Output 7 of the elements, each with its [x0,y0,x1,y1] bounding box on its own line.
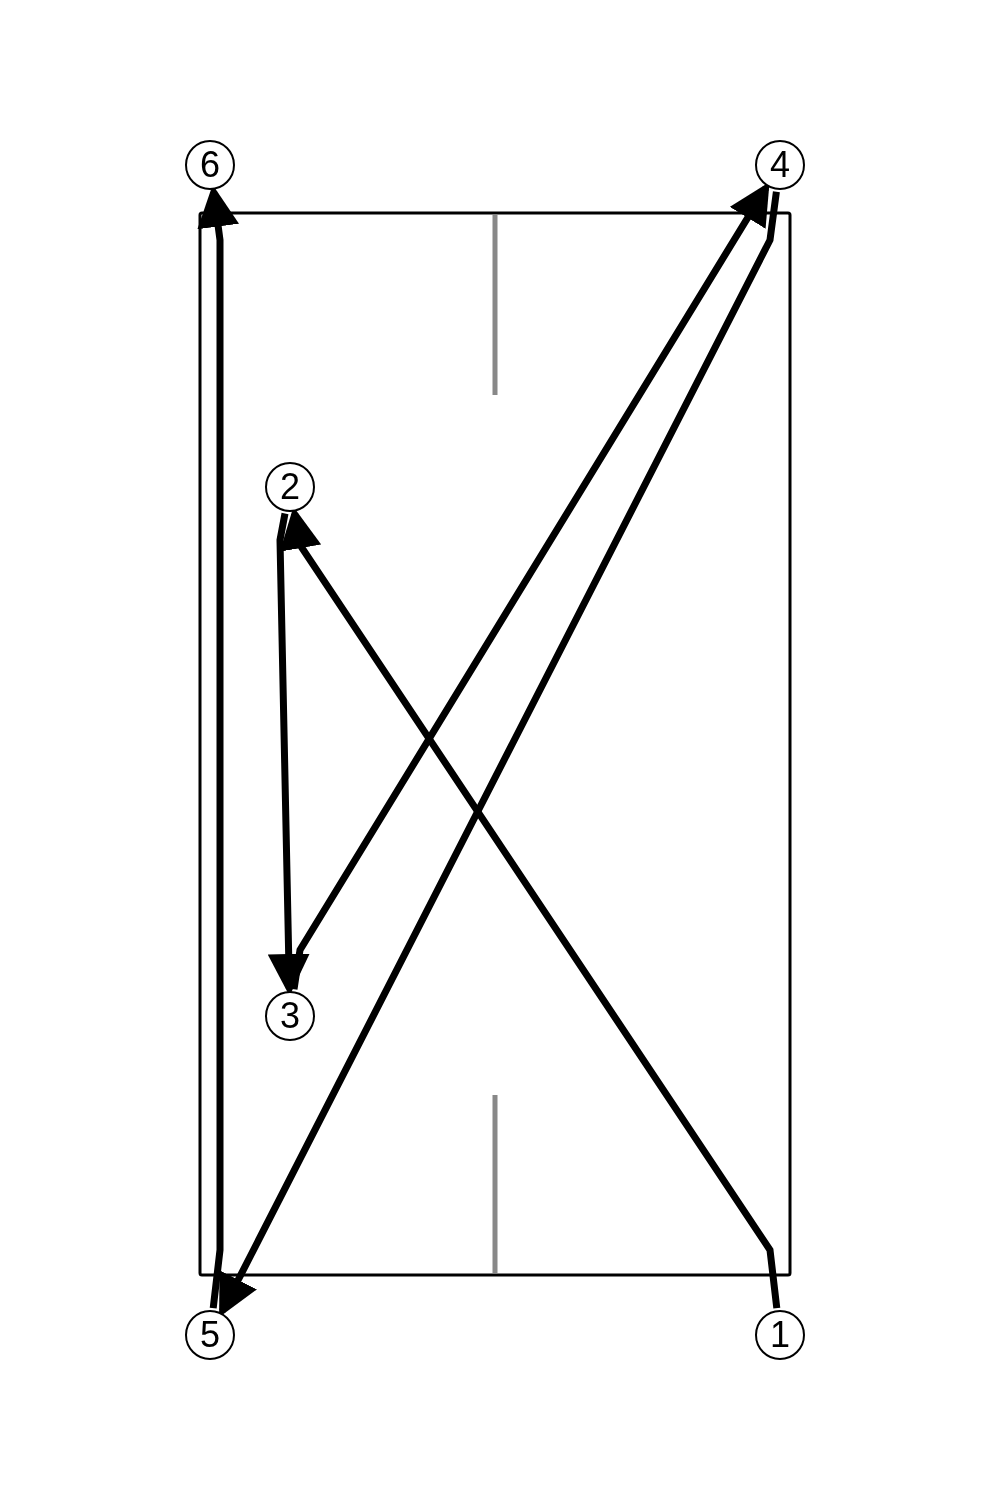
position-number: 5 [185,1310,235,1360]
position-number: 1 [755,1310,805,1360]
position-number: 6 [185,140,235,190]
arrow [290,182,770,990]
position-number: 4 [755,140,805,190]
position-number: 3 [265,991,315,1041]
position-number: 2 [265,462,315,512]
